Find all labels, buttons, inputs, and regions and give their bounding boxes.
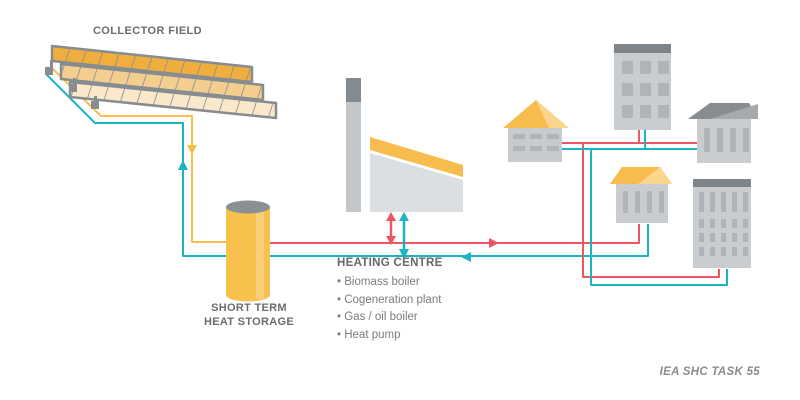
heating-centre-roof bbox=[370, 137, 463, 177]
tank-lid bbox=[226, 200, 270, 214]
building-gray-roof-right bbox=[688, 103, 758, 163]
district-supply-pipe bbox=[270, 130, 720, 278]
chimney-cap bbox=[346, 78, 361, 102]
list-item: Biomass boiler bbox=[337, 274, 517, 292]
collector-row-2 bbox=[59, 62, 265, 102]
heating-centre-equipment-list: Biomass boiler Cogeneration plant Gas / … bbox=[337, 274, 517, 344]
heating-centre-info: HEATING CENTRE Biomass boiler Cogenerati… bbox=[337, 257, 517, 344]
arrow-up-teal-icon bbox=[178, 160, 188, 170]
collector-manifold-connectors bbox=[45, 60, 99, 109]
heat-storage-label: SHORT TERM HEAT STORAGE bbox=[176, 301, 322, 329]
heating-centre-hall bbox=[370, 153, 463, 212]
apartment-tower-top bbox=[614, 44, 671, 130]
arrow-right-red-icon bbox=[489, 238, 499, 248]
heating-centre-supply-arrow bbox=[386, 212, 396, 245]
tower-roof-band bbox=[614, 44, 671, 53]
house-windows bbox=[513, 134, 559, 151]
tower-roof-band bbox=[693, 179, 751, 187]
arrow-down-yellow-icon bbox=[187, 145, 197, 155]
collector-field-label: COLLECTOR FIELD bbox=[92, 25, 203, 37]
list-item: Gas / oil boiler bbox=[337, 309, 517, 327]
list-item: Heat pump bbox=[337, 327, 517, 345]
building-windows bbox=[704, 128, 749, 152]
list-item: Cogeneration plant bbox=[337, 292, 517, 310]
tower-windows bbox=[699, 192, 748, 256]
collector-field-panels bbox=[45, 44, 278, 120]
heating-centre-label: HEATING CENTRE bbox=[337, 257, 443, 269]
task-credit-label: IEA SHC TASK 55 bbox=[659, 366, 760, 378]
apartment-tower-bottom bbox=[693, 179, 751, 268]
house-small-left bbox=[503, 100, 569, 162]
house-body bbox=[508, 128, 562, 162]
heating-centre-return-arrow bbox=[399, 212, 409, 259]
house-roof-facet bbox=[536, 100, 569, 128]
gray-roof-facet bbox=[710, 104, 758, 119]
district-return-pipe bbox=[562, 130, 728, 286]
collector-row-1 bbox=[50, 44, 254, 84]
heat-storage-label-line1: SHORT TERM bbox=[211, 302, 287, 314]
solar-return-pipe bbox=[45, 73, 649, 262]
house-windows bbox=[623, 191, 664, 213]
arrow-left-teal-icon bbox=[461, 252, 471, 262]
heat-storage-label-line2: HEAT STORAGE bbox=[204, 316, 294, 328]
chimney bbox=[346, 78, 361, 212]
tower-windows bbox=[622, 61, 669, 118]
heating-centre-building bbox=[346, 78, 463, 212]
solar-supply-pipe bbox=[51, 67, 226, 243]
house-roof-facet bbox=[638, 167, 672, 184]
house-yellow-roof-middle bbox=[610, 167, 672, 223]
heat-storage-tank bbox=[226, 200, 270, 302]
